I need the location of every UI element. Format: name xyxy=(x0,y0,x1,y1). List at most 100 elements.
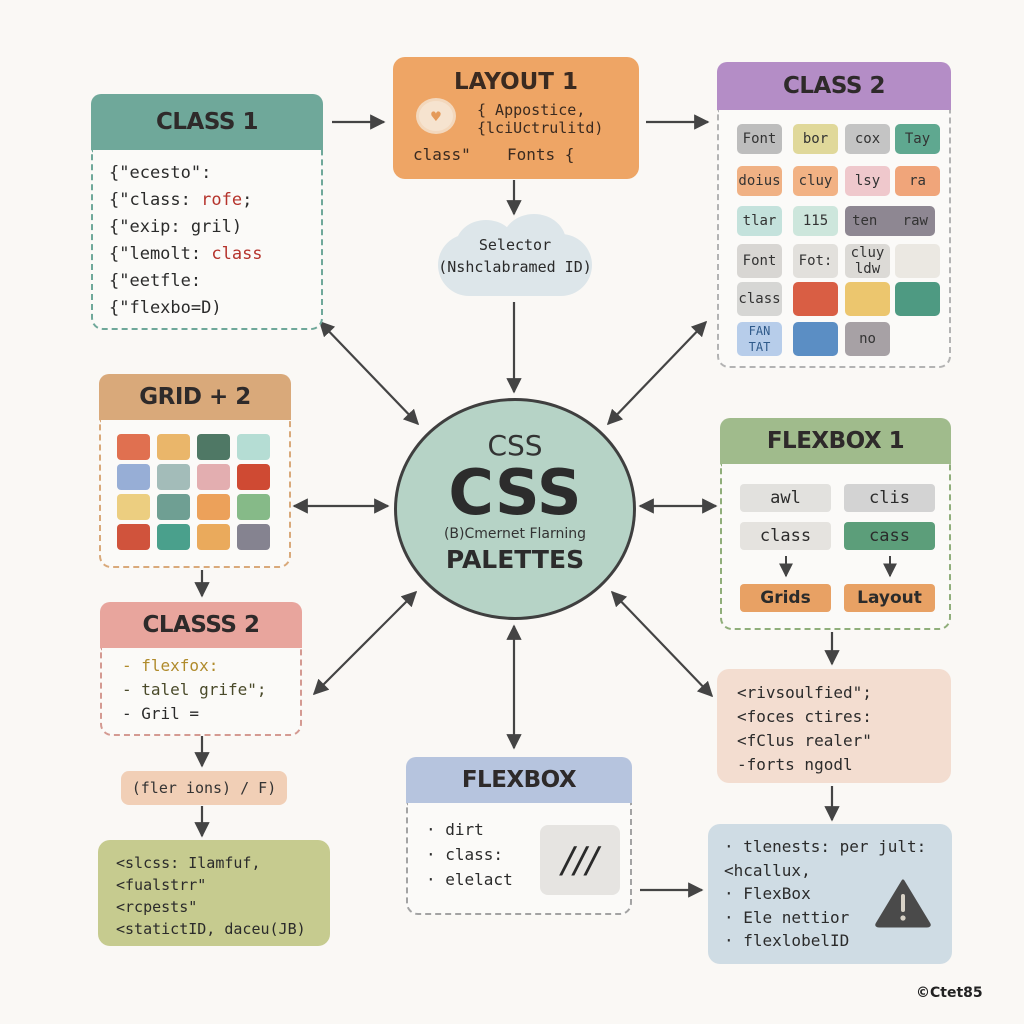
list-item: · elelact xyxy=(426,870,513,889)
code-line: <rcpests" xyxy=(116,898,198,916)
grid-color-swatch[interactable] xyxy=(157,524,190,550)
layout1-card[interactable]: LAYOUT 1 ♥ { Appostice, {lciUctrulitd) c… xyxy=(393,57,639,179)
grid2-card[interactable]: GRID + 2 xyxy=(99,374,291,568)
layout1-code-1: { Appostice, xyxy=(477,101,586,119)
class2-chip[interactable]: cox xyxy=(845,124,890,154)
grid-color-swatch[interactable] xyxy=(237,494,270,520)
flex-chip-grids[interactable]: Grids xyxy=(740,584,831,612)
class2-chip[interactable]: no xyxy=(845,322,890,356)
grid-color-swatch[interactable] xyxy=(237,524,270,550)
class2-left-header: CLASSS 2 xyxy=(100,602,302,648)
class1-card[interactable]: CLASS 1 {"ecesto": {"class: rofe; {"exip… xyxy=(91,94,323,330)
class2-left-card[interactable]: CLASSS 2 - flexfox: - talel grife"; - Gr… xyxy=(100,602,302,736)
class2-color-swatch[interactable] xyxy=(895,244,940,278)
layout1-label-class: class" xyxy=(413,145,471,164)
arrow-center-peach xyxy=(610,590,714,698)
class2-chip[interactable]: 115 xyxy=(793,206,838,236)
grid-color-swatch[interactable] xyxy=(197,524,230,550)
grid2-body xyxy=(99,420,291,568)
grid-color-swatch[interactable] xyxy=(157,434,190,460)
code-line: · FlexBox xyxy=(724,884,811,903)
grid-color-swatch[interactable] xyxy=(117,434,150,460)
class2-chip[interactable]: ten raw xyxy=(845,206,935,236)
class2-chip[interactable]: Font xyxy=(737,244,782,278)
flexbox-body: · dirt · class: · elelact /// xyxy=(406,803,632,915)
code-line: <fClus realer" xyxy=(737,731,872,750)
code-line: {"lemolt: class xyxy=(109,244,263,264)
code-line: - talel grife"; xyxy=(122,680,267,699)
selector-subtitle: (Nshclabramed ID) xyxy=(438,258,592,276)
code-line: · tlenests: per jult: xyxy=(724,837,927,856)
code-line: <foces ctires: xyxy=(737,707,872,726)
code-line: <rivsoulfied"; xyxy=(737,683,872,702)
center-palettes: PALETTES xyxy=(445,545,585,574)
class2-chip[interactable]: cluy xyxy=(793,166,838,196)
center-subtitle: (B)Cmernet Flarning xyxy=(443,526,587,542)
arrow-center-class2-left xyxy=(312,590,418,696)
flex-chip[interactable]: clis xyxy=(844,484,935,512)
peach-code-box[interactable]: <rivsoulfied"; <foces ctires: <fClus rea… xyxy=(717,669,951,783)
flexbox-card[interactable]: FLEXBOX · dirt · class: · elelact /// xyxy=(406,757,632,915)
class2-chip[interactable]: class xyxy=(737,282,782,316)
class2-chip[interactable]: FAN TAT xyxy=(737,322,782,356)
grid-color-swatch[interactable] xyxy=(157,464,190,490)
grid2-header: GRID + 2 xyxy=(99,374,291,420)
code-line: - flexfox: xyxy=(122,656,219,675)
class2-color-swatch[interactable] xyxy=(793,282,838,316)
grid-color-swatch[interactable] xyxy=(197,494,230,520)
class2-chip[interactable]: Font xyxy=(737,124,782,154)
flexbox1-card[interactable]: FLEXBOX 1 awl clis class cass Grids Layo… xyxy=(720,418,951,630)
blue-code-box[interactable]: · tlenests: per jult: <hcallux, · FlexBo… xyxy=(708,824,952,964)
grid-color-swatch[interactable] xyxy=(197,434,230,460)
code-line: {"class: rofe; xyxy=(109,190,253,210)
class2-chip[interactable]: doius xyxy=(737,166,782,196)
grid-color-swatch[interactable] xyxy=(117,494,150,520)
layout1-title: LAYOUT 1 xyxy=(453,69,579,95)
grid-color-swatch[interactable] xyxy=(117,524,150,550)
selector-cloud[interactable]: Selector (Nshclabramed ID) xyxy=(430,214,600,302)
arrow-center-class2 xyxy=(606,320,708,426)
class2-color-swatch[interactable] xyxy=(895,282,940,316)
class2-chip[interactable]: bor xyxy=(793,124,838,154)
center-title-large: CSS xyxy=(448,456,582,529)
class2-chip[interactable]: cluy ldw xyxy=(845,244,890,278)
code-line: {"exip: gril) xyxy=(109,217,243,237)
class2-color-swatch[interactable] xyxy=(845,282,890,316)
list-item: · class: xyxy=(426,845,504,864)
class2-header: CLASS 2 xyxy=(717,62,951,110)
code-line: · Ele nettior xyxy=(724,907,850,927)
flex-chip[interactable]: awl xyxy=(740,484,831,512)
flex-chip[interactable]: class xyxy=(740,522,831,550)
arrow-center-class1 xyxy=(318,320,420,426)
class1-body: {"ecesto": {"class: rofe; {"exip: gril) … xyxy=(91,150,323,330)
flex-chip-layout[interactable]: Layout xyxy=(844,584,935,612)
warning-icon xyxy=(875,879,931,928)
flexbox1-header: FLEXBOX 1 xyxy=(720,418,951,464)
code-line: <hcallux, xyxy=(724,860,811,880)
class2-color-swatch[interactable] xyxy=(793,322,838,356)
grid-color-swatch[interactable] xyxy=(157,494,190,520)
layout1-code-2: {lciUctrulitd) xyxy=(477,119,604,137)
class2-chip[interactable]: lsy xyxy=(845,166,890,196)
center-node[interactable]: CSS CSS (B)Cmernet Flarning PALETTES xyxy=(394,398,636,620)
green-code-box[interactable]: <slcss: Ilamfuf, <fualstrr" <rcpests" <s… xyxy=(98,840,330,946)
flex-chip[interactable]: cass xyxy=(844,522,935,550)
code-line: <statictID, daceu(JB) xyxy=(116,920,306,938)
grid-color-swatch[interactable] xyxy=(197,464,230,490)
copyright-label: ©Ctet85 xyxy=(916,985,983,1001)
class2-chip[interactable]: tlar xyxy=(737,206,782,236)
flexbox1-body: awl clis class cass Grids Layout xyxy=(720,464,951,630)
class2-chip[interactable]: Tay xyxy=(895,124,940,154)
code-line: {"flexbo=D) xyxy=(109,298,222,318)
code-line: <fualstrr" xyxy=(116,876,207,894)
flex-inner-arrows xyxy=(779,556,897,578)
grid-color-swatch[interactable] xyxy=(237,434,270,460)
flex-ions-pill[interactable]: (fler ions) / F) xyxy=(121,771,287,805)
grid-color-swatch[interactable] xyxy=(237,464,270,490)
grid-color-swatch[interactable] xyxy=(117,464,150,490)
layout1-label-fonts: Fonts { xyxy=(507,145,575,164)
class2-chip[interactable]: ra xyxy=(895,166,940,196)
class2-chip[interactable]: Fot: xyxy=(793,244,838,278)
